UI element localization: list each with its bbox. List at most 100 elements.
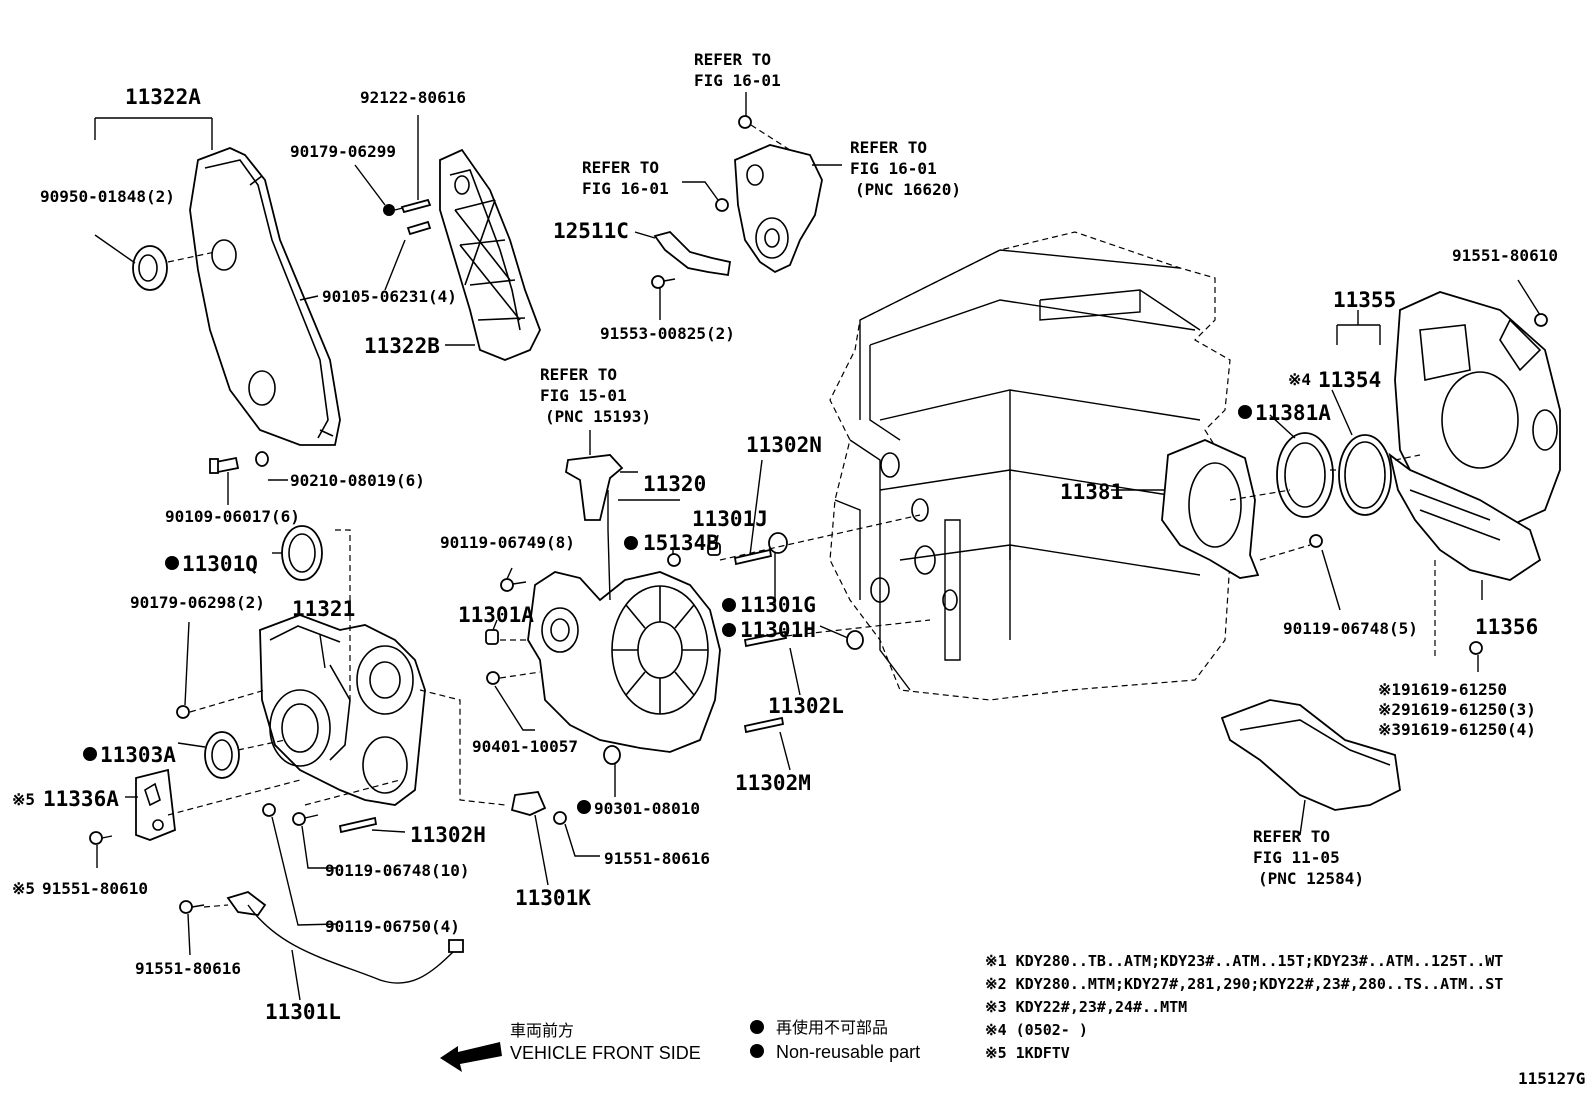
bolt-90119-06748-10 (292, 812, 319, 826)
note-3: ※3 KDY22#,23#,24#..MTM (985, 998, 1187, 1016)
plate-11356 (1388, 452, 1542, 581)
label-90119-06748-10: 90119-06748(10) (325, 861, 470, 880)
bolt-90109 (209, 456, 240, 474)
label-91619-c: ※391619-61250(4) (1378, 720, 1536, 739)
bolt-fig16-left (715, 198, 729, 212)
label-11336a-mark: ※5 (12, 790, 35, 809)
sensor-11301l (226, 891, 464, 984)
refer-fig15-line3: (PNC 15193) (545, 407, 651, 426)
washer-90210 (255, 451, 269, 467)
label-11381a: 11381A (1255, 401, 1331, 425)
tensioner-assembly (734, 144, 823, 274)
pin-11301j (707, 542, 721, 556)
label-15134b: 15134B (643, 531, 719, 555)
bolt-91553 (651, 275, 676, 289)
bolt-90401 (486, 671, 500, 685)
bolt-91551-80616-center (553, 811, 567, 825)
label-91553: 91553-00825(2) (600, 324, 735, 343)
label-90301: 90301-08010 (594, 799, 700, 818)
note-1: ※1 KDY280..TB..ATM;KDY23#..ATM..15T;KDY2… (985, 952, 1503, 970)
stud-92122 (400, 198, 432, 214)
refer-fig16-right-line1: REFER TO (850, 138, 927, 157)
label-11381: 11381 (1060, 480, 1123, 504)
stud-11302l (743, 630, 788, 648)
bolt-90119-06748-5 (1309, 534, 1323, 548)
timing-cover-11322a (189, 147, 341, 446)
refer-fig16-right-line3: (PNC 16620) (855, 180, 961, 199)
nut-15134b (667, 553, 681, 567)
legend-non-reusable-en: Non-reusable part (776, 1042, 920, 1062)
bolt-91619 (1469, 641, 1483, 655)
end-plate-11355 (1394, 291, 1561, 529)
label-11301q: 11301Q (182, 552, 258, 576)
label-91551-80610-left: 91551-80610 (42, 879, 148, 898)
label-11322b: 11322B (364, 334, 440, 358)
refer-fig16-left-line2: FIG 16-01 (582, 179, 669, 198)
label-11321: 11321 (292, 597, 355, 621)
refer-fig16-left-line1: REFER TO (582, 158, 659, 177)
label-11320: 11320 (643, 472, 706, 496)
label-11301l: 11301L (265, 1000, 341, 1024)
label-90109: 90109-06017(6) (165, 507, 300, 526)
label-12511c: 12511C (553, 219, 629, 243)
seal-11301q (281, 525, 323, 581)
non-reusable-markers (83, 405, 1252, 814)
refer-fig16-top-line2: FIG 16-01 (694, 71, 781, 90)
seal-11303a (204, 731, 240, 779)
label-90179-06298: 90179-06298(2) (130, 593, 265, 612)
label-11301j: 11301J (692, 507, 768, 531)
retainer-11381 (1161, 439, 1260, 579)
refer-fig16-top-line1: REFER TO (694, 50, 771, 69)
applicability-notes: ※1 KDY280..TB..ATM;KDY23#..ATM..15T;KDY2… (985, 952, 1503, 1062)
note-4: ※4 (0502- ) (985, 1021, 1088, 1039)
bolt-90119-06749 (500, 578, 527, 592)
label-11336a: 11336A (43, 787, 119, 811)
legend: 再使用不可部品 Non-reusable part 車両前方 VEHICLE F… (440, 1018, 920, 1072)
label-91551-80616-left: 91551-80616 (135, 959, 241, 978)
label-91551-80610-left-mark: ※5 (12, 879, 35, 898)
note-5: ※5 1KDFTV (985, 1044, 1070, 1062)
ring-11354 (1338, 434, 1392, 516)
label-90119-06749: 90119-06749(8) (440, 533, 575, 552)
label-11301a: 11301A (458, 603, 534, 627)
label-91551-80610-right: 91551-80610 (1452, 246, 1558, 265)
label-11354-mark: ※4 (1288, 370, 1311, 389)
note-2: ※2 KDY280..MTM;KDY27#,281,290;KDY22#,23#… (985, 975, 1503, 993)
label-11354: 11354 (1318, 368, 1381, 392)
legend-dot-en (750, 1044, 764, 1058)
refer-fig16-right-line2: FIG 16-01 (850, 159, 937, 178)
timing-cover-11322b (439, 148, 541, 361)
stud-11302m (743, 716, 785, 734)
oil-pan-part (1220, 699, 1401, 811)
bolt-90119-06750 (262, 803, 276, 817)
label-90179-06299: 90179-06299 (290, 142, 396, 161)
label-11302l: 11302L (768, 694, 844, 718)
part-11320 (565, 454, 624, 521)
legend-non-reusable-jp: 再使用不可部品 (776, 1018, 888, 1037)
label-11355: 11355 (1333, 288, 1396, 312)
label-11302m: 11302M (735, 771, 811, 795)
stud-11302n (733, 548, 773, 566)
pin-11301a (485, 629, 499, 645)
label-90119-06748-5: 90119-06748(5) (1283, 619, 1418, 638)
refer-to-notes: REFER TO FIG 16-01 REFER TO FIG 16-01 RE… (540, 50, 1364, 888)
timing-gear-case-11321 (259, 614, 426, 806)
label-90210: 90210-08019(6) (290, 471, 425, 490)
oring-90301 (603, 745, 621, 765)
label-11301g: 11301G (740, 593, 816, 617)
label-11301k: 11301K (515, 886, 591, 910)
refer-fig11-line2: FIG 11-05 (1253, 848, 1340, 867)
label-90105: 90105-06231(4) (322, 287, 457, 306)
label-90950: 90950-01848(2) (40, 187, 175, 206)
bolt-91551-80616-left (179, 900, 205, 914)
bolt-90179-06298 (176, 705, 190, 719)
part-labels: 11322A 90950-01848(2) 92122-80616 90179-… (12, 85, 1558, 1024)
refer-fig11-line3: (PNC 12584) (1258, 869, 1364, 888)
seal-11381a (1276, 432, 1334, 518)
oring-11301g (768, 532, 788, 554)
bracket-12511c (653, 230, 732, 277)
label-90401: 90401-10057 (472, 737, 578, 756)
label-11302h: 11302H (410, 823, 486, 847)
